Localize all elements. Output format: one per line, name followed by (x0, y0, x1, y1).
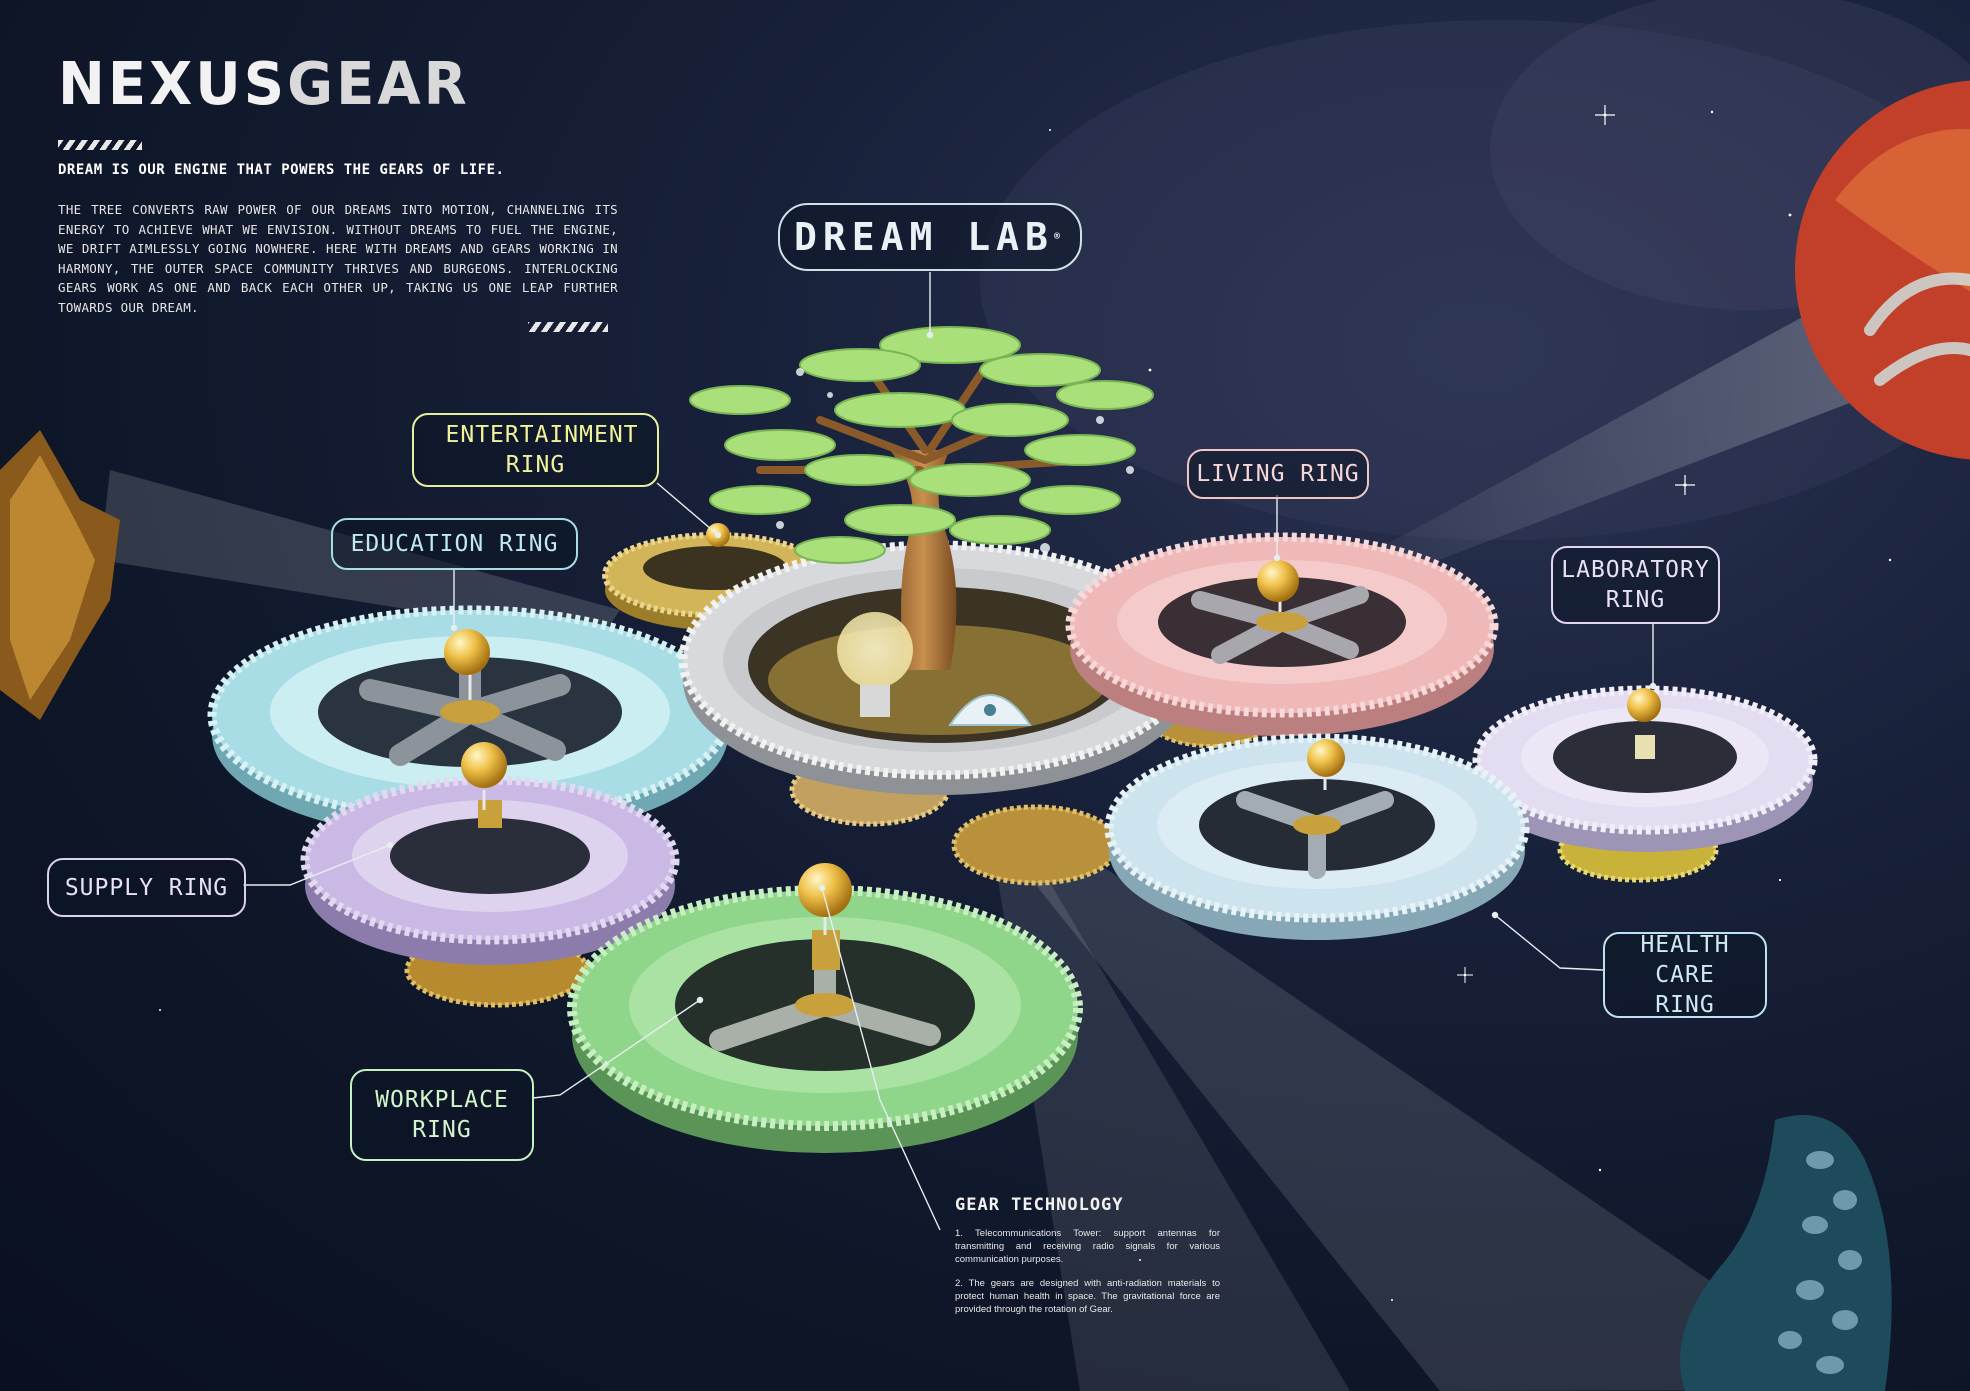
laboratory-ring-label: LABORATORY RING (1551, 546, 1720, 624)
red-planet-highlight (1835, 128, 1970, 292)
brand-logo: NEXUSGEAR (58, 50, 470, 118)
tagline: DREAM IS OUR ENGINE THAT POWERS THE GEAR… (58, 162, 505, 178)
laboratory-ring-text: LABORATORY RING (1561, 557, 1710, 613)
gear-technology-point-1: 1. Telecommunications Tower: support ant… (955, 1228, 1220, 1265)
education-ring-label: EDUCATION RING (331, 518, 578, 570)
dream-lab-registered-mark: ® (1053, 231, 1066, 242)
supply-ring-text: SUPPLY RING (64, 874, 229, 901)
callout-lines (243, 272, 1657, 1231)
supply-ring-label: SUPPLY RING (47, 858, 246, 917)
health-care-ring-gear (1104, 733, 1530, 940)
entertainment-ring-text: ENTERTAINMENT RING (445, 422, 639, 478)
observatory-dome (948, 694, 1032, 726)
gear-technology-title: GEAR TECHNOLOGY (955, 1195, 1124, 1215)
light-bulb-dome (837, 612, 913, 717)
gear-technology-notes: GEAR TECHNOLOGY 1. Telecommunications To… (955, 1195, 1220, 1327)
workplace-ring-text: WORKPLACE RING (375, 1087, 509, 1143)
education-ring-text: EDUCATION RING (350, 531, 559, 557)
star-sparkle (1457, 967, 1473, 983)
workplace-ring-gear (567, 863, 1083, 1153)
supply-ring-gear (300, 742, 680, 965)
hazard-stripe (528, 322, 608, 332)
light-beam (990, 815, 1350, 1391)
brand-part-2: GEAR (287, 50, 470, 119)
star-sparkle (1675, 475, 1695, 495)
spaceship-hull (1680, 1115, 1892, 1391)
asteroid-left-highlight (10, 455, 95, 700)
entertainment-ring-label: ENTERTAINMENT RING (412, 413, 659, 487)
education-ring-gear (207, 605, 733, 840)
living-ring-text: LIVING RING (1196, 461, 1360, 487)
light-beam (1000, 810, 1870, 1391)
health-care-ring-text: HEALTH CARE RING (1640, 932, 1730, 1018)
star-sparkle (1595, 105, 1615, 125)
dream-lab-text: DREAM LAB (794, 215, 1054, 259)
dream-lab-label: DREAM LAB® (778, 203, 1082, 271)
gear-technology-point-2: 2. The gears are designed with anti-radi… (955, 1278, 1220, 1315)
living-ring-label: LIVING RING (1187, 449, 1369, 499)
laboratory-ring-gear (1472, 685, 1818, 852)
workplace-ring-label: WORKPLACE RING (350, 1069, 534, 1161)
spaceship-pattern (1778, 1151, 1862, 1374)
health-care-ring-label: HEALTH CARE RING (1603, 932, 1767, 1018)
brand-part-1: NEXUS (58, 50, 288, 119)
light-beam (1340, 280, 1910, 590)
dream-tree (689, 326, 1154, 670)
intro-paragraph: THE TREE CONVERTS RAW POWER OF OUR DREAM… (58, 202, 618, 315)
hazard-stripe (58, 140, 142, 150)
red-planet-stripe (1864, 272, 1970, 386)
living-ring-gear (1065, 532, 1499, 736)
